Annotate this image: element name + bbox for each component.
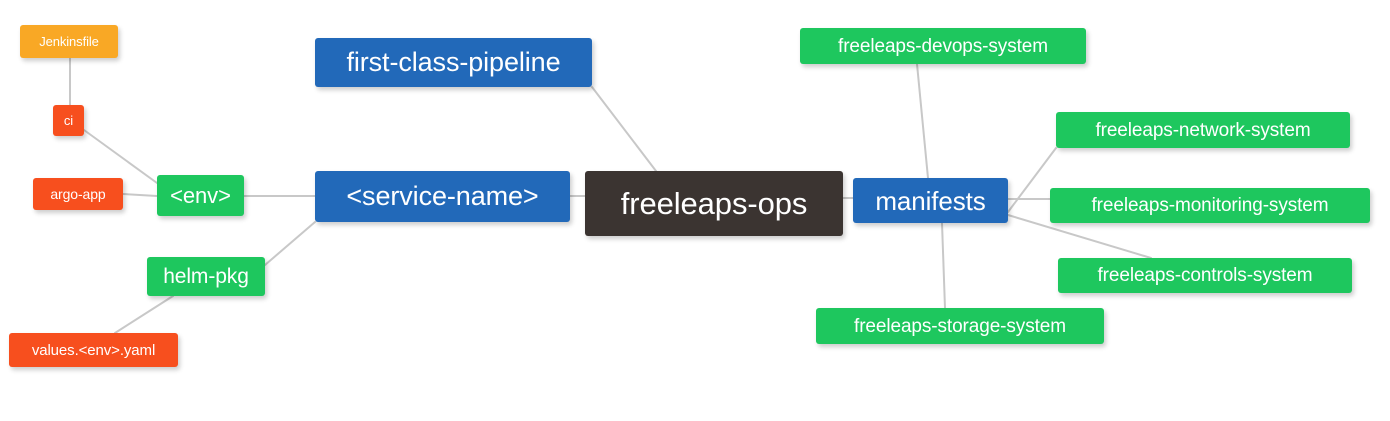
node-label-freeleaps-storage-system: freeleaps-storage-system (854, 315, 1066, 337)
node-freeleaps-devops-system[interactable]: freeleaps-devops-system (800, 28, 1086, 64)
edge-argo-app-to-env (122, 193, 158, 197)
node-label-freeleaps-ops: freeleaps-ops (620, 186, 808, 221)
node-label-ci: ci (63, 113, 74, 128)
node-ci[interactable]: ci (53, 105, 84, 136)
node-argo-app[interactable]: argo-app (33, 178, 123, 210)
node-label-first-class-pipeline: first-class-pipeline (346, 47, 561, 77)
node-label-jenkinsfile: Jenkinsfile (39, 34, 99, 49)
node-label-freeleaps-monitoring-system: freeleaps-monitoring-system (1091, 195, 1329, 216)
edge-manifests-to-freeleaps-network-system (1007, 147, 1057, 213)
node-label-freeleaps-devops-system: freeleaps-devops-system (838, 35, 1048, 57)
node-service-name[interactable]: <service-name> (315, 171, 570, 222)
node-label-argo-app: argo-app (50, 186, 106, 202)
node-label-env: <env> (170, 182, 231, 208)
node-freeleaps-monitoring-system[interactable]: freeleaps-monitoring-system (1050, 188, 1370, 223)
node-freeleaps-network-system[interactable]: freeleaps-network-system (1056, 112, 1350, 148)
node-freeleaps-controls-system[interactable]: freeleaps-controls-system (1058, 258, 1352, 293)
edge-first-class-pipeline-to-freeleaps-ops (591, 86, 657, 172)
node-first-class-pipeline[interactable]: first-class-pipeline (315, 38, 592, 87)
node-manifests[interactable]: manifests (853, 178, 1008, 223)
node-jenkinsfile[interactable]: Jenkinsfile (20, 25, 118, 58)
node-label-freeleaps-network-system: freeleaps-network-system (1095, 119, 1311, 141)
node-env[interactable]: <env> (157, 175, 244, 216)
node-label-helm-pkg: helm-pkg (163, 265, 249, 288)
edge-service-name-to-helm-pkg (264, 221, 316, 266)
node-label-manifests: manifests (875, 185, 986, 216)
node-label-values-yaml: values.<env>.yaml (31, 341, 156, 359)
edge-manifests-to-freeleaps-storage-system (941, 222, 946, 309)
node-label-freeleaps-controls-system: freeleaps-controls-system (1097, 265, 1313, 286)
node-freeleaps-storage-system[interactable]: freeleaps-storage-system (816, 308, 1104, 344)
edge-ci-to-env (83, 129, 158, 184)
edge-helm-pkg-to-values-yaml (114, 295, 174, 334)
node-label-service-name: <service-name> (346, 181, 539, 211)
node-values-yaml[interactable]: values.<env>.yaml (9, 333, 178, 367)
node-helm-pkg[interactable]: helm-pkg (147, 257, 265, 296)
node-freeleaps-ops[interactable]: freeleaps-ops (585, 171, 843, 236)
edge-manifests-to-freeleaps-devops-system (916, 63, 929, 179)
